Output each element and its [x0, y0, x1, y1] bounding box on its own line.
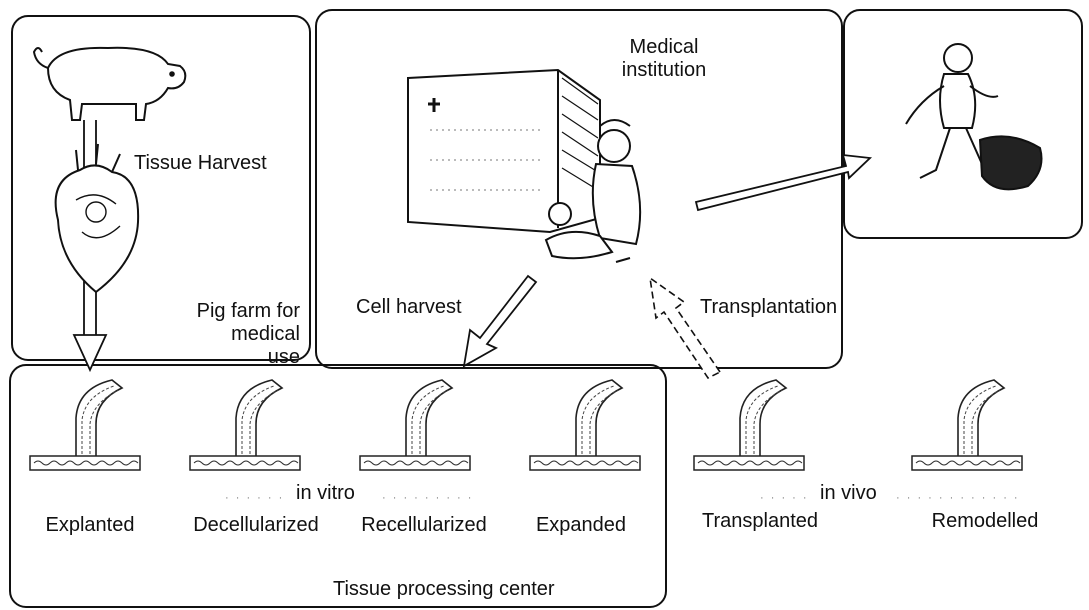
tissue-flap-decellularized — [190, 380, 300, 470]
medical-institution-label: Medical institution — [604, 36, 724, 82]
pig-icon — [34, 48, 185, 120]
nurse-with-patient-icon — [546, 120, 640, 262]
cell-harvest-label: Cell harvest — [356, 296, 462, 319]
pig-farm-label: Pig farm for medical use — [196, 300, 300, 369]
in-vitro-leader-left: · · · · · · — [225, 492, 284, 504]
tissue-harvest-label: Tissue Harvest — [134, 152, 267, 175]
in-vivo-leader-left: · · · · · — [760, 492, 809, 504]
tissue-flap-explanted — [30, 380, 140, 470]
tissue-flap-remodelled — [912, 380, 1022, 470]
stage-label-recellularized: Recellularized — [338, 514, 510, 537]
transplantation-label: Transplantation — [700, 296, 837, 319]
tissue-flap-recellularized — [360, 380, 470, 470]
processing-center-label: Tissue processing center — [333, 578, 555, 601]
hospital-building-icon — [408, 70, 600, 232]
cell-harvest-arrow — [464, 276, 536, 366]
in-vitro-leader-right: · · · · · · · · · — [382, 492, 473, 504]
stage-label-remodelled: Remodelled — [920, 510, 1050, 533]
stage-label-transplanted: Transplanted — [690, 510, 830, 533]
stage-label-decellularized: Decellularized — [176, 514, 336, 537]
heart-icon — [56, 144, 139, 292]
in-vivo-label: in vivo — [820, 482, 877, 505]
running-child-icon — [906, 44, 1042, 189]
tissue-flap-transplanted — [694, 380, 804, 470]
stage-label-expanded: Expanded — [516, 514, 646, 537]
in-vitro-label: in vitro — [296, 482, 355, 505]
in-vivo-leader-right: · · · · · · · · · · · · — [896, 492, 1020, 504]
transplantation-arrow — [650, 278, 720, 378]
stage-label-explanted: Explanted — [28, 514, 152, 537]
tissue-flap-expanded — [530, 380, 640, 470]
